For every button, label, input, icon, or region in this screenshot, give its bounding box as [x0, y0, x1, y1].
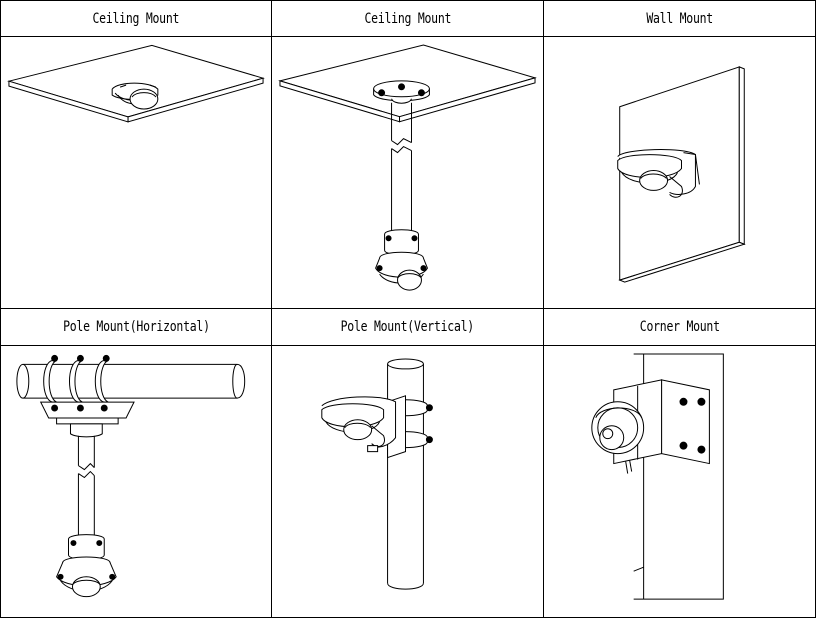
pole-mount-horizontal-illustration: [0, 346, 272, 618]
vertical-pole-mount-camera-icon: [272, 346, 543, 617]
wall-mount-camera-icon: [544, 37, 815, 308]
ceiling-mount-camera-icon: [1, 37, 271, 308]
header-pole-mount-vertical: Pole Mount(Vertical): [272, 309, 544, 346]
pole-mount-vertical-illustration: [272, 346, 544, 618]
corner-mount-camera-icon: [544, 346, 815, 617]
header-wall-mount: Wall Mount: [544, 0, 816, 37]
header-pole-mount-horizontal: Pole Mount(Horizontal): [0, 309, 272, 346]
header-ceiling-pendant-mount: Ceiling Mount: [272, 0, 544, 37]
header-ceiling-mount: Ceiling Mount: [0, 0, 272, 37]
ceiling-pendant-mount-camera-icon: [272, 37, 543, 308]
ceiling-pendant-mount-illustration: [272, 37, 544, 309]
header-corner-mount: Corner Mount: [544, 309, 816, 346]
wall-mount-illustration: [544, 37, 816, 309]
corner-mount-illustration: [544, 346, 816, 618]
horizontal-pole-mount-camera-icon: [1, 346, 271, 617]
ceiling-mount-illustration: [0, 37, 272, 309]
